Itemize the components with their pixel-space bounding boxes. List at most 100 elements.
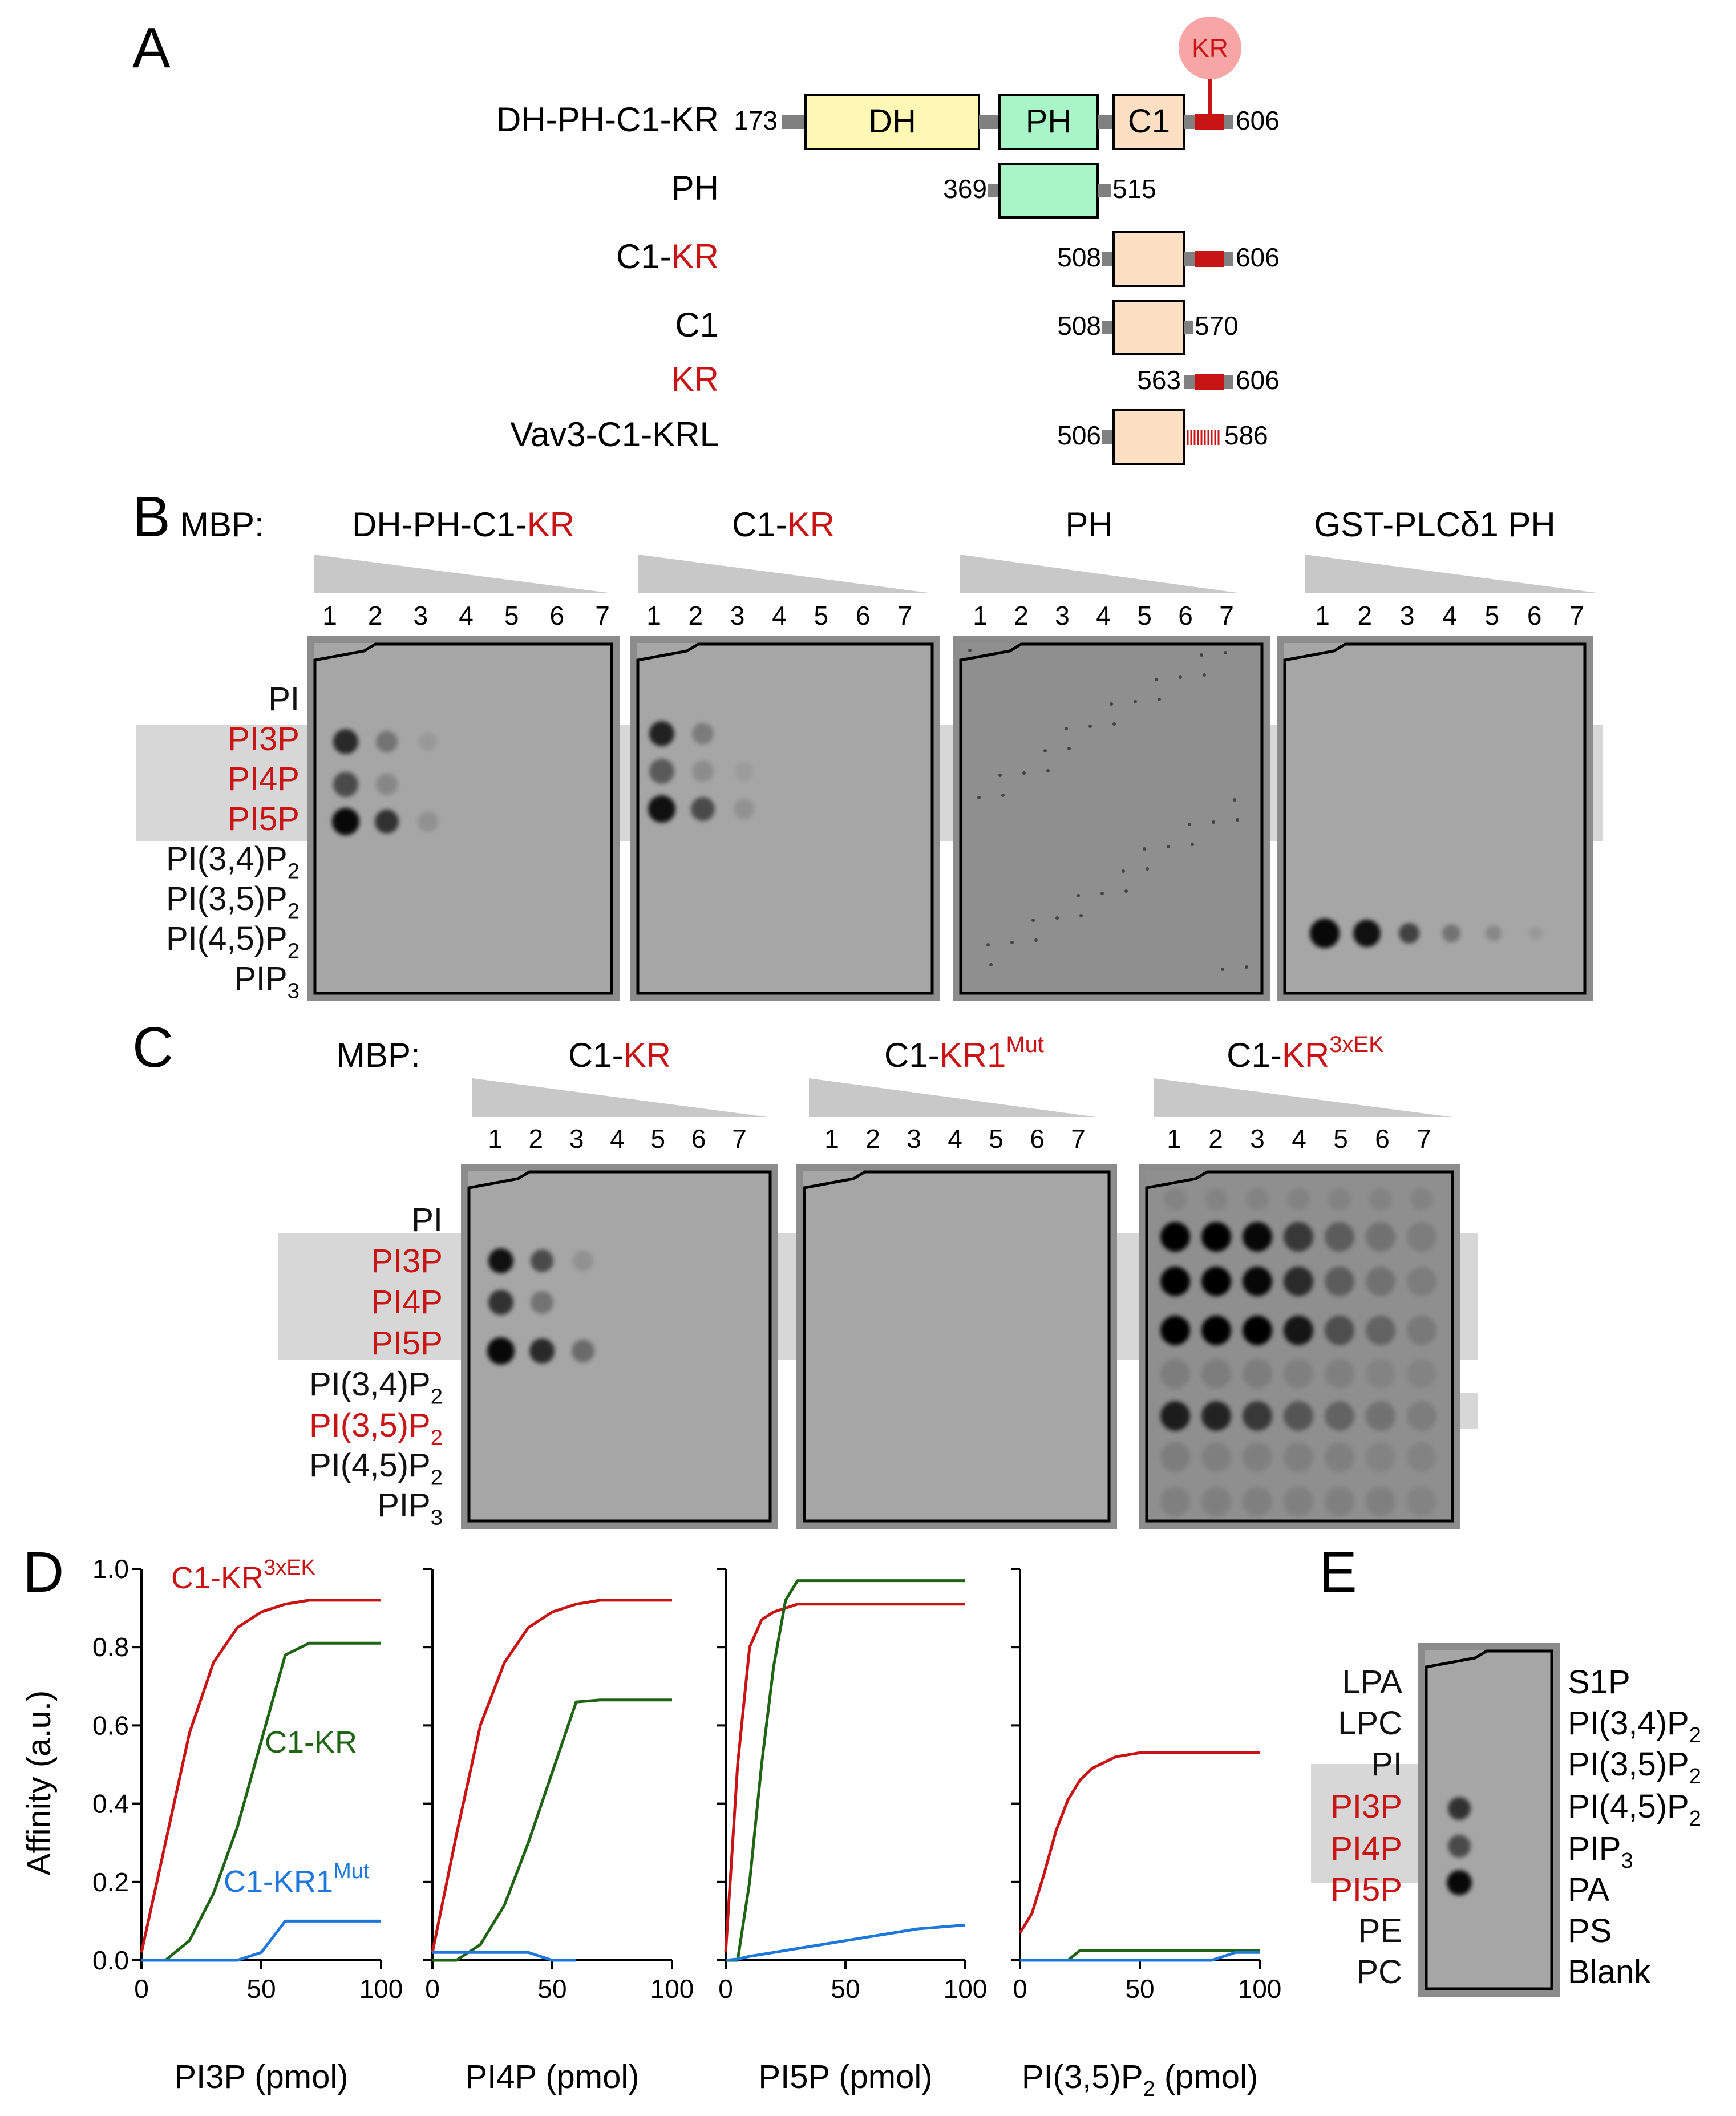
b2-lane-1: 1	[646, 601, 661, 630]
spot	[1366, 1401, 1395, 1431]
spot	[1160, 1267, 1190, 1296]
series-label-kr3xek: C1-KR3xEK	[171, 1556, 315, 1595]
c3-lane-1: 1	[1167, 1124, 1181, 1154]
panel-b-wedge-4	[1305, 555, 1601, 593]
b3-lane-7: 7	[1219, 601, 1234, 630]
spot	[1407, 1442, 1436, 1472]
e-right-label-1: PI(3,4)P2	[1568, 1705, 1701, 1747]
spot	[531, 1291, 553, 1314]
spot	[1325, 1359, 1354, 1389]
panel-b-titles: DH-PH-C1-KR C1-KR PH GST-PLCδ1 PH	[352, 505, 1556, 544]
spot	[1366, 1442, 1395, 1472]
e-right-label-4: PIP3	[1568, 1830, 1633, 1873]
c1-lane-6: 6	[691, 1124, 706, 1154]
y-tick-label: 0.2	[92, 1867, 129, 1897]
spot	[1369, 1188, 1392, 1211]
spot	[1325, 1487, 1354, 1516]
spot	[1325, 1316, 1354, 1345]
panel-c-wedge-3	[1154, 1078, 1452, 1117]
spot	[1243, 1222, 1272, 1252]
spot	[1201, 1359, 1231, 1389]
spot	[1243, 1267, 1272, 1296]
c3-lane-4: 4	[1292, 1124, 1306, 1154]
x-tick-label: 50	[1125, 1974, 1154, 2004]
spot	[1328, 1188, 1351, 1211]
series-line-green	[726, 1579, 965, 1962]
spot	[376, 774, 398, 795]
c2-lane-5: 5	[989, 1124, 1003, 1154]
panel-c-title-3: C1-KR3xEK	[1227, 1032, 1384, 1074]
speck	[989, 963, 993, 966]
spot	[1243, 1359, 1272, 1389]
spot	[1201, 1222, 1231, 1252]
spot	[734, 799, 754, 819]
krl-region	[1187, 430, 1221, 445]
spot	[1284, 1267, 1313, 1296]
speck	[1034, 938, 1038, 942]
row-label-4: PI(3,4)P2	[309, 1366, 443, 1409]
spot	[531, 1249, 553, 1272]
c3-lane-2: 2	[1208, 1124, 1223, 1154]
b1-lane-6: 6	[550, 601, 565, 630]
membrane-b2	[630, 636, 940, 1001]
speck	[1055, 916, 1059, 920]
speck	[1143, 847, 1146, 851]
spot	[1246, 1188, 1269, 1211]
panel-a-letter: A	[132, 16, 171, 80]
spot	[1366, 1222, 1395, 1252]
spot	[649, 721, 674, 746]
spot	[1164, 1188, 1187, 1211]
panel-b: B MBP: DH-PH-C1-KR C1-KR PH GST-PLCδ1 PH…	[132, 485, 1603, 1004]
spot	[1447, 1870, 1472, 1895]
spot	[333, 772, 358, 797]
x-tick-label: 100	[359, 1974, 403, 2004]
spot	[1284, 1401, 1313, 1431]
construct-end-2: 515	[1112, 174, 1156, 204]
c2-lane-1: 1	[824, 1124, 839, 1154]
spot	[1284, 1316, 1313, 1345]
series-line-blue	[1020, 1951, 1260, 1962]
spot	[1287, 1188, 1310, 1211]
kr-bubble-label: KR	[1192, 33, 1228, 63]
b2-lane-5: 5	[814, 601, 829, 630]
b3-lane-1: 1	[973, 601, 988, 630]
row-label-7: PIP3	[377, 1487, 443, 1530]
spot	[488, 1290, 513, 1315]
spot	[692, 723, 714, 745]
b4-lane-7: 7	[1569, 601, 1584, 630]
membrane-b1	[307, 636, 620, 1001]
panel-b-title-4: GST-PLCδ1 PH	[1314, 505, 1556, 544]
construct-end-6: 586	[1224, 420, 1268, 450]
series-line-blue	[725, 1923, 966, 1962]
speck	[1124, 889, 1128, 893]
speck	[1112, 722, 1116, 726]
spot	[1448, 1835, 1471, 1858]
x-tick-label: 0	[1013, 1974, 1027, 2004]
dh-domain-label: DH	[868, 103, 916, 140]
construct-label-5: KR	[671, 360, 719, 398]
series-label-kr: C1-KR	[265, 1725, 357, 1759]
c2-lane-6: 6	[1030, 1124, 1045, 1154]
speck	[1191, 843, 1194, 846]
spot	[1243, 1487, 1272, 1516]
panel-e-right-labels: S1PPI(3,4)P2PI(3,5)P2PI(4,5)P2PIP3PAPSBl…	[1568, 1664, 1701, 1990]
spot	[1243, 1442, 1272, 1472]
panel-e-membrane	[1418, 1643, 1560, 1997]
b4-lane-6: 6	[1527, 601, 1542, 630]
series-line-red	[431, 1599, 672, 1953]
e-left-label-6: PE	[1358, 1912, 1402, 1949]
spot	[1410, 1188, 1433, 1211]
panel-b-title-2: C1-KR	[732, 505, 835, 544]
panel-e-highlight	[1311, 1764, 1423, 1883]
panel-c-title-2: C1-KR1Mut	[884, 1032, 1044, 1074]
kr-bubble	[1179, 17, 1241, 79]
panel-b-title-3: PH	[1065, 505, 1112, 544]
series-line-blue	[432, 1951, 576, 1962]
speck	[998, 774, 1002, 777]
ph-domain-label: PH	[1026, 103, 1072, 140]
spot	[1284, 1359, 1313, 1389]
